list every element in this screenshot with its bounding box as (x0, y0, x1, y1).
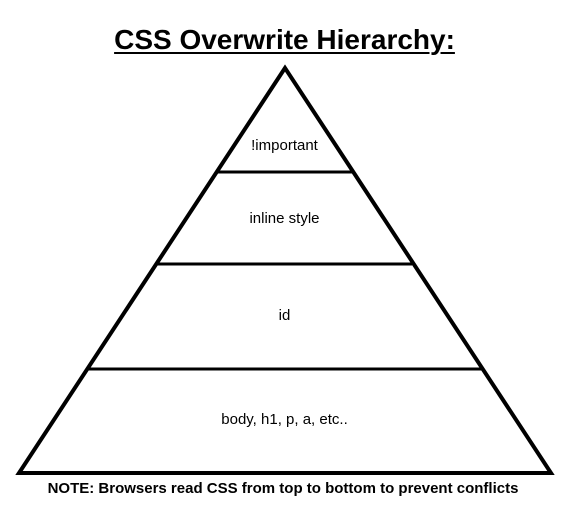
diagram-title: CSS Overwrite Hierarchy: (114, 24, 455, 55)
tier-label-id: id (278, 307, 291, 324)
tier-label-elements: body, h1, p, a, etc.. (221, 411, 348, 428)
tier-label-inline-style: inline style (249, 210, 320, 227)
tier-label-important: !important (251, 137, 318, 154)
pyramid-outline (15, 64, 555, 475)
note-text: NOTE: Browsers read CSS from top to bott… (47, 480, 519, 497)
